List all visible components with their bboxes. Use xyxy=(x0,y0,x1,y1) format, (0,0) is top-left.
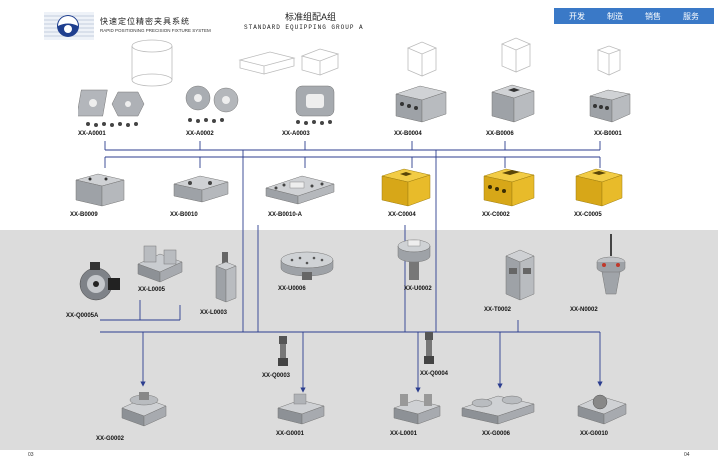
nav-bar: 开发 制造 销售 服务 xyxy=(554,8,714,24)
part-label: XX-A0002 xyxy=(186,131,214,137)
part-label: XX-T0002 xyxy=(484,307,512,313)
part-label: XX-G0002 xyxy=(96,436,125,442)
part-label: XX-A0001 xyxy=(78,131,106,137)
company-name-cn: 快速定位精密夹具系统 xyxy=(100,17,190,26)
clamp-plate-kit-icon xyxy=(295,85,335,125)
gold-block-icon xyxy=(381,168,431,207)
part-label: XX-U0002 xyxy=(404,286,432,292)
probe-chuck-icon xyxy=(596,234,626,295)
dual-chuck-base-icon xyxy=(461,395,535,425)
part-label: XX-L0001 xyxy=(390,431,418,437)
gold-slot-block-icon xyxy=(483,168,535,207)
part-label: XX-B0006 xyxy=(486,131,514,137)
base-plate-icon xyxy=(265,175,335,205)
page-title-en: STANDARD EQUIPPING GROUP A xyxy=(244,24,364,31)
part-label: XX-G0001 xyxy=(276,431,305,437)
nav-item-service[interactable]: 服务 xyxy=(683,11,699,21)
steel-plate-icon xyxy=(173,175,229,203)
wireframe-cube-icon xyxy=(596,45,622,76)
part-label: XX-L0005 xyxy=(138,287,166,293)
wireframe-cube-icon xyxy=(500,37,532,73)
nav-item-develop[interactable]: 开发 xyxy=(569,11,585,21)
round-chuck-icon xyxy=(397,239,431,280)
part-label: XX-U0006 xyxy=(278,286,306,292)
part-label: XX-N0002 xyxy=(570,307,598,313)
column-holder-icon xyxy=(505,249,535,301)
part-label: XX-L0003 xyxy=(200,310,228,316)
assembly-chuck-icon xyxy=(121,392,167,427)
part-label: XX-Q0003 xyxy=(262,373,291,379)
electrode-holder-icon xyxy=(215,252,237,303)
pull-stud-icon xyxy=(424,332,434,364)
part-label: XX-B0010-A xyxy=(268,212,303,218)
page-title-cn: 标准组配A组 xyxy=(285,12,337,22)
clamp-plate-kit-icon xyxy=(185,85,239,123)
nav-item-sales[interactable]: 销售 xyxy=(645,11,661,21)
part-label: XX-C0002 xyxy=(482,212,510,218)
part-label: XX-Q0005A xyxy=(66,313,99,319)
page-number-left: 03 xyxy=(28,452,34,458)
assembly-chuck-icon xyxy=(393,394,441,425)
round-chuck-icon xyxy=(280,251,334,280)
gold-block-icon xyxy=(575,168,623,207)
part-label: XX-B0001 xyxy=(594,131,622,137)
square-hole-block-icon xyxy=(491,84,535,123)
steel-block-icon xyxy=(75,173,125,207)
multi-hole-block-icon xyxy=(589,89,631,123)
part-label: XX-A0003 xyxy=(282,131,310,137)
part-label: XX-B0004 xyxy=(394,131,422,137)
page-number-right: 04 xyxy=(684,452,690,458)
part-label: XX-G0010 xyxy=(580,431,609,437)
company-logo xyxy=(44,12,94,40)
pull-stud-icon xyxy=(278,336,288,366)
part-label: XX-G0006 xyxy=(482,431,511,437)
wireframe-block-icon xyxy=(300,48,340,76)
part-label: XX-B0010 xyxy=(170,212,198,218)
rotary-chuck-icon xyxy=(79,262,120,301)
nav-item-manufacture[interactable]: 制造 xyxy=(607,11,623,21)
vise-icon xyxy=(137,245,183,283)
assembly-chuck-icon xyxy=(577,394,627,425)
wireframe-plate-icon xyxy=(238,51,296,75)
clamp-plate-kit-icon xyxy=(78,89,145,127)
part-label: XX-C0004 xyxy=(388,212,416,218)
part-label: XX-B0009 xyxy=(70,212,98,218)
company-name-en: RAPID POSITIONING PRECISION FIXTURE SYST… xyxy=(100,28,211,33)
part-label: XX-Q0004 xyxy=(420,371,449,377)
wireframe-cube-icon xyxy=(406,41,438,77)
multi-hole-block-icon xyxy=(395,85,447,123)
part-label: XX-C0005 xyxy=(574,212,602,218)
wireframe-cylinder-icon xyxy=(131,39,173,87)
assembly-chuck-icon xyxy=(277,393,325,425)
